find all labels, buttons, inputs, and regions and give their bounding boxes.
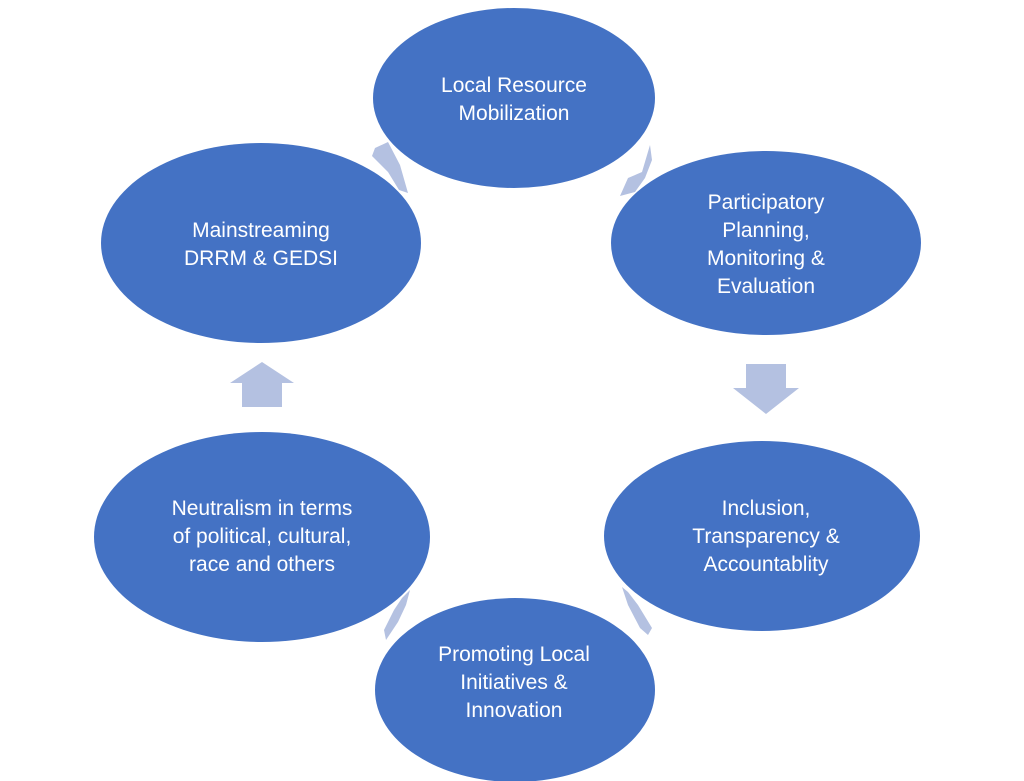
svg-text:Inclusion,Transparency &Accoun: Inclusion, Transparency & Accountablity xyxy=(692,497,839,576)
arrow-neutralism-to-mainstreaming xyxy=(230,362,294,407)
node-label: race and others xyxy=(189,553,335,576)
node-neutralism: Neutralism in terms of political, cultura… xyxy=(94,432,430,642)
arrow-participatory-to-inclusion xyxy=(733,364,799,414)
node-label: Mobilization xyxy=(459,102,570,125)
node-label: of political, cultural, xyxy=(173,525,352,548)
node-label: Mainstreaming xyxy=(192,219,330,242)
arrow-resource-to-participatory xyxy=(620,145,652,196)
arrow-inclusion-to-promoting xyxy=(622,587,652,635)
arrow-mainstreaming-to-resource xyxy=(372,142,408,193)
node-label: Accountablity xyxy=(704,553,829,576)
node-label: Planning, xyxy=(722,219,810,242)
node-label: Initiatives & xyxy=(460,671,567,694)
node-label: Neutralism in terms xyxy=(172,497,353,520)
node-label: DRRM & GEDSI xyxy=(184,247,338,270)
node-label: Local Resource xyxy=(441,74,587,97)
node-label: Transparency & xyxy=(692,525,839,548)
node-label: Inclusion, xyxy=(722,497,811,520)
node-label: Evaluation xyxy=(717,275,815,298)
node-label: Innovation xyxy=(466,699,563,722)
arrow-promoting-to-neutralism xyxy=(384,590,410,640)
node-label: Monitoring & xyxy=(707,247,825,270)
node-label: Promoting Local xyxy=(438,643,590,666)
node-label: Participatory xyxy=(708,191,825,214)
node-inclusion-transparency: Inclusion, Transparency & Accountablity xyxy=(604,441,920,631)
